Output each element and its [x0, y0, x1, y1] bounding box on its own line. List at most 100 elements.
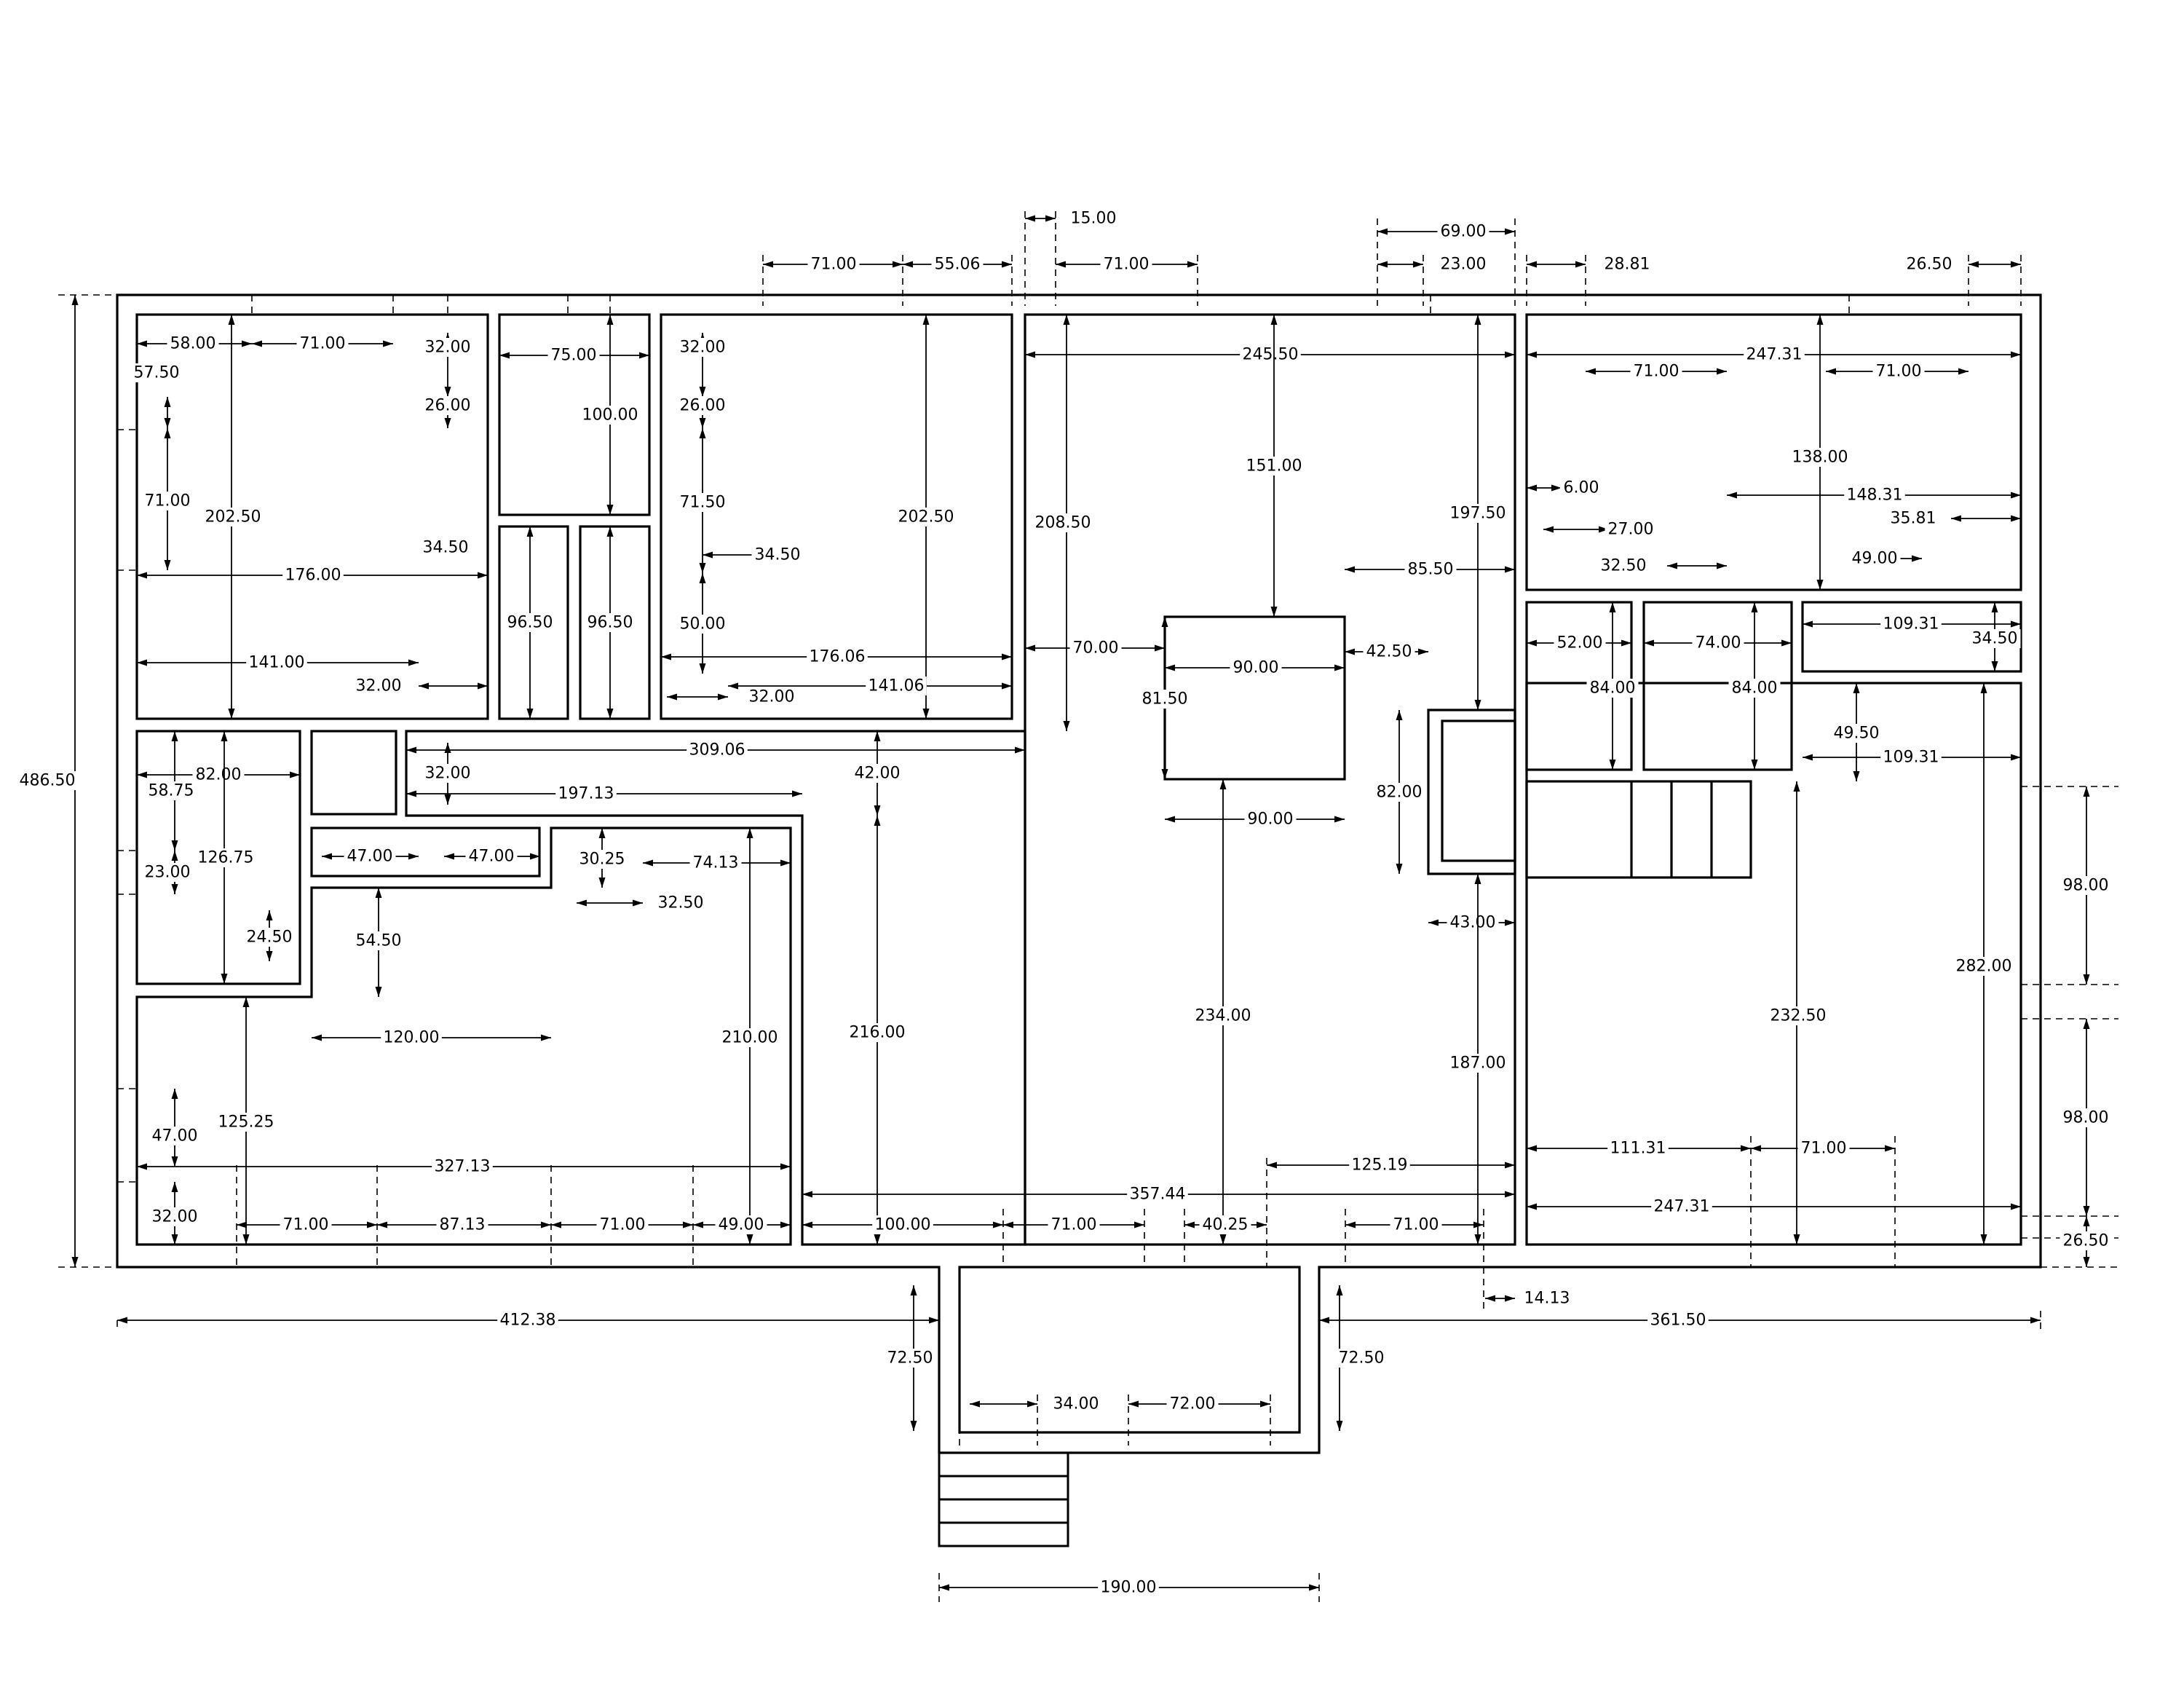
- dimension-label: 32.00: [425, 339, 471, 357]
- dimension-label-bg: [1607, 1139, 1669, 1158]
- dimension-arrow: [643, 859, 653, 867]
- dimension: 49.00: [693, 1215, 791, 1234]
- dimension: 138.00: [1789, 315, 1851, 590]
- dimension-label: 58.00: [170, 335, 216, 353]
- dimension-arrow: [377, 1221, 387, 1228]
- dimension: 71.50: [676, 428, 729, 573]
- dimension-label: 282.00: [1956, 958, 2012, 976]
- dimension-label: 109.31: [1883, 615, 1939, 634]
- dimension-arrow: [1505, 566, 1515, 573]
- dimension: 74.13: [643, 853, 791, 872]
- dimension-label: 30.25: [579, 851, 625, 869]
- dimension: 202.50: [202, 315, 264, 719]
- dimension-arrow: [2083, 786, 2090, 797]
- dimension: 54.50: [352, 888, 405, 997]
- dimension-arrow: [1025, 351, 1035, 358]
- dimension: 23.00: [141, 851, 194, 894]
- dimension: 71.00: [1345, 1215, 1484, 1234]
- dimension-label-bg: [2060, 876, 2112, 895]
- dimension-arrow: [137, 340, 147, 347]
- dimension-label-bg: [872, 1215, 933, 1234]
- dimension-label: 96.50: [507, 614, 553, 632]
- dimension-label: 34.50: [1972, 630, 2018, 648]
- dimension-arrow: [237, 1221, 247, 1228]
- dimension-arrow: [802, 1191, 812, 1198]
- dimension-label: 23.00: [145, 864, 191, 882]
- dimension-arrow: [171, 1234, 178, 1245]
- dimension-arrow: [939, 1584, 949, 1591]
- dimension-arrow: [242, 340, 252, 347]
- dimension-label: 58.75: [149, 782, 194, 800]
- dimension-arrow: [1751, 602, 1758, 612]
- dimension-arrow: [2011, 515, 2021, 522]
- dimension: 70.00: [1025, 639, 1165, 658]
- dimension-label-bg: [1844, 486, 1905, 505]
- dimension: 34.00: [970, 1395, 1102, 1413]
- dimension: 87.13: [377, 1215, 551, 1234]
- dimension-arrow: [780, 1163, 791, 1170]
- dimension-arrow: [2011, 261, 2021, 268]
- dimension-arrow: [1826, 368, 1836, 375]
- dimension-arrow: [1134, 1221, 1144, 1228]
- dimension: 120.00: [312, 1028, 551, 1047]
- dimension: 32.50: [577, 894, 707, 912]
- dimension: 210.00: [719, 828, 780, 1245]
- dimension-label: 72.50: [887, 1349, 933, 1368]
- dimension-label: 151.00: [1246, 457, 1302, 476]
- dimension-label: 109.31: [1883, 749, 1939, 767]
- dimension-arrow: [1377, 228, 1388, 235]
- dimension-label: 197.50: [1450, 505, 1506, 523]
- dimension-label-bg: [1230, 658, 1282, 677]
- dimension: 100.00: [802, 1215, 1003, 1234]
- dimension: 84.00: [1586, 602, 1639, 770]
- dimension-arrow: [375, 987, 382, 997]
- dimension-arrow: [71, 1257, 79, 1267]
- dimension-label-bg: [352, 931, 405, 950]
- dimension-label: 202.50: [205, 508, 261, 526]
- dimension-arrow: [1527, 261, 1537, 268]
- dimension: 187.00: [1447, 874, 1508, 1245]
- dimension-arrow: [639, 352, 649, 359]
- closet-left: [498, 525, 569, 720]
- dimension-arrow: [164, 418, 171, 428]
- dimension-arrow: [1793, 1234, 1800, 1245]
- dimension-arrow: [383, 340, 393, 347]
- dimension-arrow: [2083, 974, 2090, 985]
- dimension: 176.00: [137, 566, 488, 585]
- dimension-arrow: [1803, 620, 1813, 628]
- dimension: 247.31: [1527, 1197, 2021, 1216]
- room-bottom-right: [1525, 682, 2022, 1246]
- dimension: 125.19: [1267, 1156, 1515, 1175]
- dimension-label: 55.06: [935, 256, 981, 274]
- dimension-arrow: [1969, 261, 1979, 268]
- dimension-label-bg: [676, 615, 729, 634]
- dimension-label-bg: [1647, 1311, 1709, 1330]
- dimension-arrow: [1165, 664, 1175, 671]
- dimension: 100.00: [579, 315, 641, 515]
- dimension-arrow: [171, 1182, 178, 1192]
- dimension: 90.00: [1165, 810, 1345, 829]
- dimension-arrow: [1161, 769, 1168, 779]
- dimension-label: 71.00: [283, 1216, 329, 1234]
- dimension-arrow: [1751, 1145, 1761, 1152]
- dimension: 190.00: [939, 1578, 1319, 1597]
- dimension-label: 71.50: [680, 494, 726, 512]
- dimension: 82.00: [137, 765, 300, 784]
- dimension-arrow: [1951, 515, 1961, 522]
- dimension-arrow: [970, 1400, 980, 1408]
- dimension-label-bg: [576, 850, 628, 869]
- dimension-arrow: [1056, 261, 1066, 268]
- dimension-label-bg: [895, 508, 957, 526]
- dimension-label-bg: [1437, 255, 1489, 274]
- dimension-arrow: [322, 853, 332, 860]
- dimension: 32.00: [667, 687, 798, 706]
- dimension-arrow: [606, 526, 614, 537]
- fireplace-insert: [1441, 719, 1516, 862]
- dimension-label: 47.00: [152, 1127, 198, 1145]
- dimension-label: 34.00: [1053, 1395, 1099, 1413]
- dimension-arrow: [419, 682, 429, 690]
- dimension-arrow: [1025, 644, 1035, 652]
- dimension-arrow: [699, 663, 706, 674]
- dimension-label-bg: [866, 677, 927, 695]
